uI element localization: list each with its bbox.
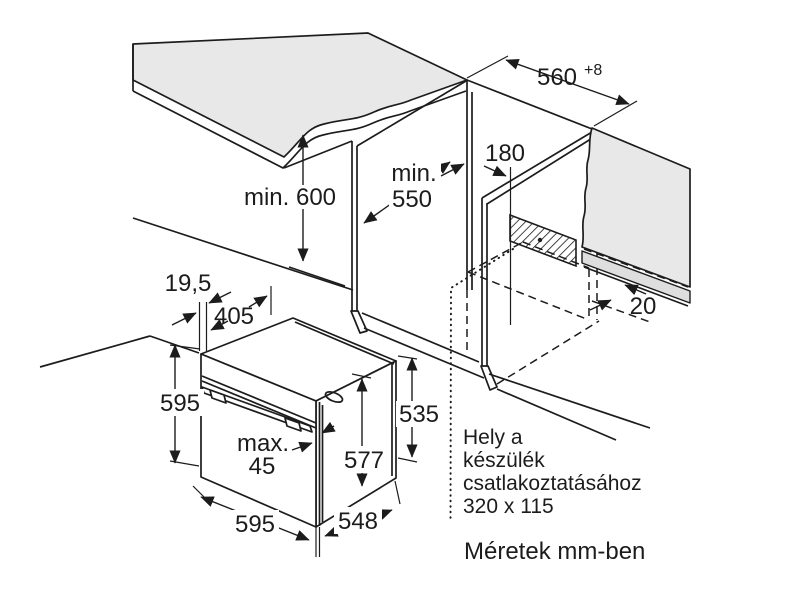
niche-right-panel-top-inner <box>486 136 595 205</box>
dim-oven-body-height: 577 <box>344 447 384 474</box>
niche-bottom-front-edge-2 <box>363 327 485 379</box>
niche-floor-back-edge <box>522 241 590 269</box>
base-run-front-edge <box>132 217 354 291</box>
niche-right-panel-top-outer <box>481 131 593 199</box>
dim-rear-gap: 20 <box>630 293 657 320</box>
door-handle-foot-left <box>209 389 227 404</box>
cabinet-top-front-edge <box>283 140 353 169</box>
connection-note-line4: 320 x 115 <box>463 495 554 518</box>
dim-frame-overhang: 19,5 <box>165 270 212 297</box>
dim-45-edge-arrow <box>321 421 336 434</box>
connection-note-line3: csatlakoztatásához <box>463 472 642 495</box>
dim-595w-tick-left <box>192 485 206 499</box>
worktop-left <box>132 32 468 169</box>
dim-405-arrow-right <box>248 295 268 308</box>
connection-point-dot <box>537 237 543 243</box>
connection-note-line2: készülék <box>463 449 545 472</box>
control-panel-seam-2 <box>201 380 317 429</box>
dim-door-protrusion-value: 45 <box>249 453 276 480</box>
dimensions: 560 +8 min. 600 min. 550 180 20 19,5 405 <box>156 55 657 557</box>
dim-niche-width-tolerance: +8 <box>584 62 602 79</box>
dim-19-arrow-left <box>171 312 197 326</box>
dim-connection-offset: 180 <box>485 140 525 167</box>
base-run-left-edge <box>39 335 151 368</box>
dim-oven-front-height: 595 <box>160 390 200 417</box>
dim-560-ext-left <box>466 55 509 79</box>
dim-535-tick-top <box>397 355 418 360</box>
dim-550-prefix-bg <box>388 160 441 185</box>
dim-560-ext-right <box>593 100 638 127</box>
dim-180-arrow-left <box>440 163 465 177</box>
dim-niche-depth-min-prefix: min. <box>391 160 436 187</box>
dim-560-line <box>505 58 630 106</box>
niche-floor-front-edge <box>467 271 590 321</box>
dim-20-arrow-lower <box>589 299 612 311</box>
worktop-right <box>581 127 691 307</box>
oven <box>200 317 397 528</box>
dim-niche-width: 560 <box>537 64 577 91</box>
dim-20-arrow-upper <box>624 284 647 296</box>
connection-note-line1: Hely a <box>463 426 523 449</box>
dim-oven-front-width: 595 <box>235 511 275 538</box>
dim-548-text-bg <box>334 507 382 534</box>
notes: Hely a készülék csatlakoztatásához 320 x… <box>463 426 645 565</box>
cabinet-front-foot <box>350 310 368 334</box>
units-note: Méretek mm-ben <box>464 538 645 565</box>
right-worktop-edge-band <box>581 250 691 304</box>
base-run-edge-tick <box>288 266 346 287</box>
dim-oven-rear-height: 535 <box>399 401 439 428</box>
plinth-edge-2 <box>496 388 617 441</box>
cabinet-left-side <box>39 80 467 368</box>
door-handle-foot-right <box>284 417 302 432</box>
dim-535-text-bg <box>396 401 443 427</box>
niche-floor-left-edge <box>467 241 524 273</box>
dim-535-tick-bottom <box>397 457 418 463</box>
connection-area-hatch <box>509 213 577 268</box>
dim-577-tick-top <box>351 373 372 379</box>
dim-595h-text-bg <box>156 389 204 416</box>
side-grip-cutout <box>324 390 344 404</box>
niche-bottom-front-edge-1 <box>361 312 480 363</box>
dim-19-arrow-right <box>208 291 232 304</box>
dim-595w-text-bg <box>231 510 279 537</box>
niche <box>361 79 689 520</box>
dim-600-text-bg <box>239 185 340 209</box>
dim-45-leader-arrow <box>291 441 313 453</box>
dim-577-text-bg <box>340 446 388 473</box>
dim-548-tick-right <box>394 480 401 505</box>
dim-oven-body-depth: 548 <box>338 508 378 535</box>
dim-550-value-bg <box>389 185 436 212</box>
dim-niche-depth-min-value: 550 <box>392 186 432 213</box>
control-panel-seam-1 <box>201 375 317 424</box>
dim-niche-height-min: min. 600 <box>244 184 336 211</box>
niche-right-panel-foot <box>480 365 498 391</box>
plinth-hidden-edge <box>496 320 600 385</box>
dim-door-protrusion-prefix: max. <box>237 430 289 457</box>
dim-180-arrow-right <box>483 165 507 177</box>
side-panel-top-edge <box>356 80 467 147</box>
rear-gap-hidden-edge <box>591 300 651 323</box>
oven-top-back-inner-edge <box>294 321 395 365</box>
plinth-edge-1 <box>488 373 651 429</box>
dim-405-arrow-left <box>210 319 229 331</box>
right-panel-surface <box>581 127 691 288</box>
worktop-left-surface <box>132 32 468 158</box>
